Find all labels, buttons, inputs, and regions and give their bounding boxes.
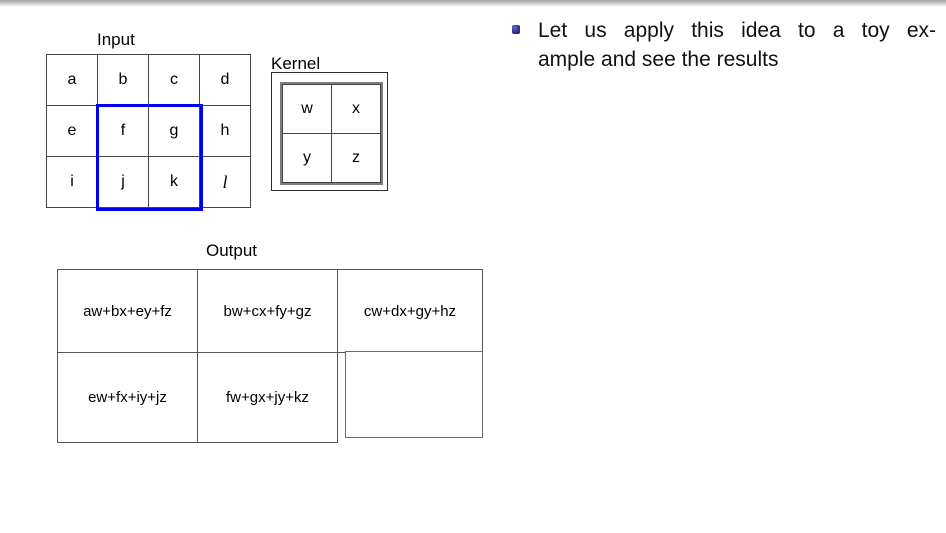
table-row: w x xyxy=(282,84,381,134)
bullet-marker-icon xyxy=(512,25,520,34)
input-cell-b: b xyxy=(97,54,149,106)
kernel-cell-y: y xyxy=(282,133,332,183)
input-cell-k: k xyxy=(148,156,200,208)
output-cell-r1c3: cw+dx+gy+hz xyxy=(337,269,483,353)
kernel-cell-z: z xyxy=(331,133,381,183)
input-table: a b c d e f g h i j k l xyxy=(46,54,251,208)
bullet-list: Let us apply this idea to a toy ex- ampl… xyxy=(512,16,936,74)
output-cell-r2c2: fw+gx+jy+kz xyxy=(197,352,338,443)
input-cell-d: d xyxy=(199,54,251,106)
input-cell-j: j xyxy=(97,156,149,208)
input-cell-i: i xyxy=(46,156,98,208)
input-cell-a: a xyxy=(46,54,98,106)
table-row: i j k l xyxy=(46,156,251,208)
kernel-cell-x: x xyxy=(331,84,381,134)
input-cell-h: h xyxy=(199,105,251,157)
output-cell-r2c3-empty xyxy=(345,351,483,438)
list-item: Let us apply this idea to a toy ex- ampl… xyxy=(512,16,936,74)
kernel-cell-w: w xyxy=(282,84,332,134)
input-cell-c: c xyxy=(148,54,200,106)
kernel-outer-frame: w x y z xyxy=(271,72,388,191)
input-grid: a b c d e f g h i j k l xyxy=(46,54,251,208)
kernel-label: Kernel xyxy=(271,54,321,73)
output-cell-r2c1: ew+fx+iy+jz xyxy=(57,352,198,443)
top-divider-rule xyxy=(0,0,946,7)
bullet-text-line-1: Let us apply this idea to a toy ex- xyxy=(538,19,936,42)
input-cell-e: e xyxy=(46,105,98,157)
input-cell-f: f xyxy=(97,105,149,157)
kernel-inner-frame: w x y z xyxy=(280,82,383,185)
table-row: y z xyxy=(282,133,381,183)
input-label: Input xyxy=(97,30,135,49)
input-cell-g: g xyxy=(148,105,200,157)
table-row: e f g h xyxy=(46,105,251,157)
kernel-table: w x y z xyxy=(282,84,381,183)
output-cell-r1c1: aw+bx+ey+fz xyxy=(57,269,198,353)
bullet-text-line-2: ample and see the results xyxy=(538,48,779,71)
bullet-text: Let us apply this idea to a toy ex- ampl… xyxy=(538,16,936,74)
input-cell-l: l xyxy=(199,156,251,208)
output-cell-r1c2: bw+cx+fy+gz xyxy=(197,269,338,353)
table-row: a b c d xyxy=(46,54,251,106)
output-label: Output xyxy=(206,241,258,260)
